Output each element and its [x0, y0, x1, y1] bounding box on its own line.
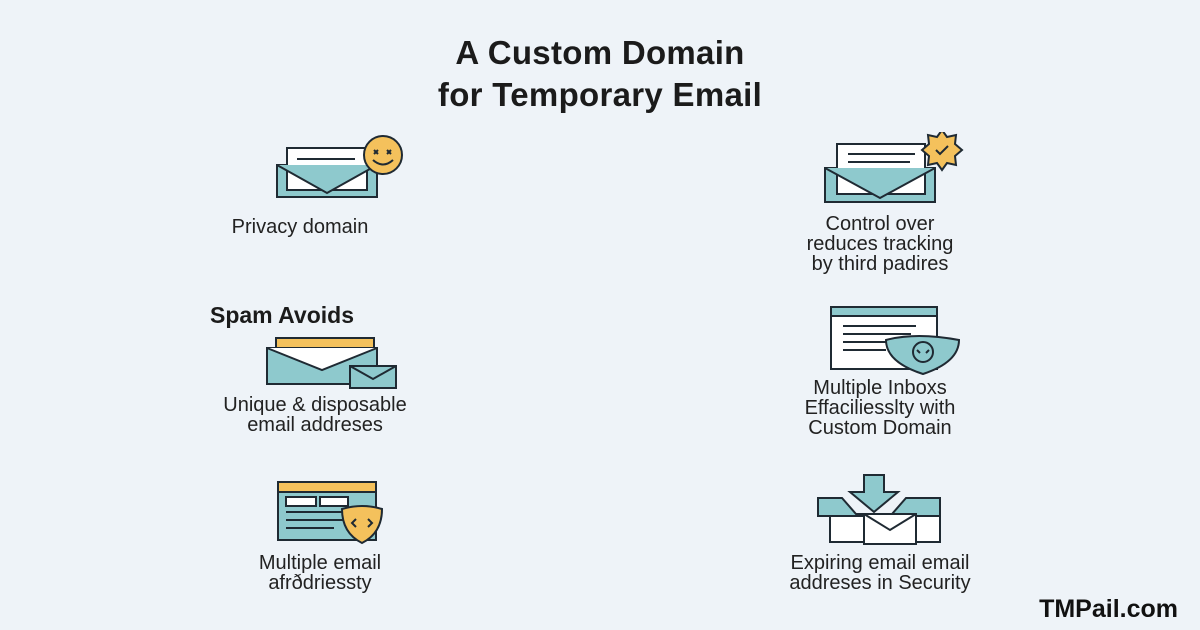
item-6-line-1: Expiring email email [790, 552, 970, 574]
item-2-line-1: Control over [825, 213, 935, 235]
brand-watermark: TMPail.com [1039, 595, 1178, 623]
item-5-line-1: Multiple email [258, 552, 382, 574]
item-4-label: Multiple Inboxs Effaciliesslty with Cust… [740, 378, 1020, 438]
item-3-line-1: Unique & disposable [223, 394, 407, 416]
item-2-line-3: by third padires [811, 253, 949, 275]
item-1-line-1: Privacy domain [231, 216, 369, 238]
title-line-2: for Temporary Email [437, 76, 763, 113]
item-3-label: Unique & disposable email addreses [170, 395, 460, 435]
item-4-line-2: Effaciliesslty with [804, 397, 956, 419]
item-2-line-2: reduces tracking [806, 233, 954, 255]
smiley-envelope-icon [276, 135, 403, 198]
inbox-shield-icon [830, 306, 961, 376]
item-1-label: Privacy domain [180, 217, 420, 237]
item-6-line-2: addreses in Security [789, 572, 971, 594]
browser-shield-icon [277, 481, 384, 545]
page-title: A Custom Domain for Temporary Email [0, 32, 1200, 116]
item-5-label: Multiple email afrðdriessty [190, 553, 450, 593]
item-4-line-3: Custom Domain [808, 417, 952, 439]
stacked-envelopes-icon [266, 337, 397, 389]
gear-envelope-icon [824, 132, 964, 203]
item-5-line-2: afrðdriessty [268, 572, 372, 594]
title-line-1: A Custom Domain [455, 34, 745, 71]
item-4-line-1: Multiple Inboxs [813, 377, 947, 399]
item-6-label: Expiring email email addreses in Securit… [730, 553, 1030, 593]
item-3-line-2: email addreses [247, 414, 383, 436]
spam-avoids-heading: Spam Avoids [210, 302, 354, 328]
item-2-label: Control over reduces tracking by third p… [740, 214, 1020, 274]
download-envelope-icon [817, 474, 941, 545]
